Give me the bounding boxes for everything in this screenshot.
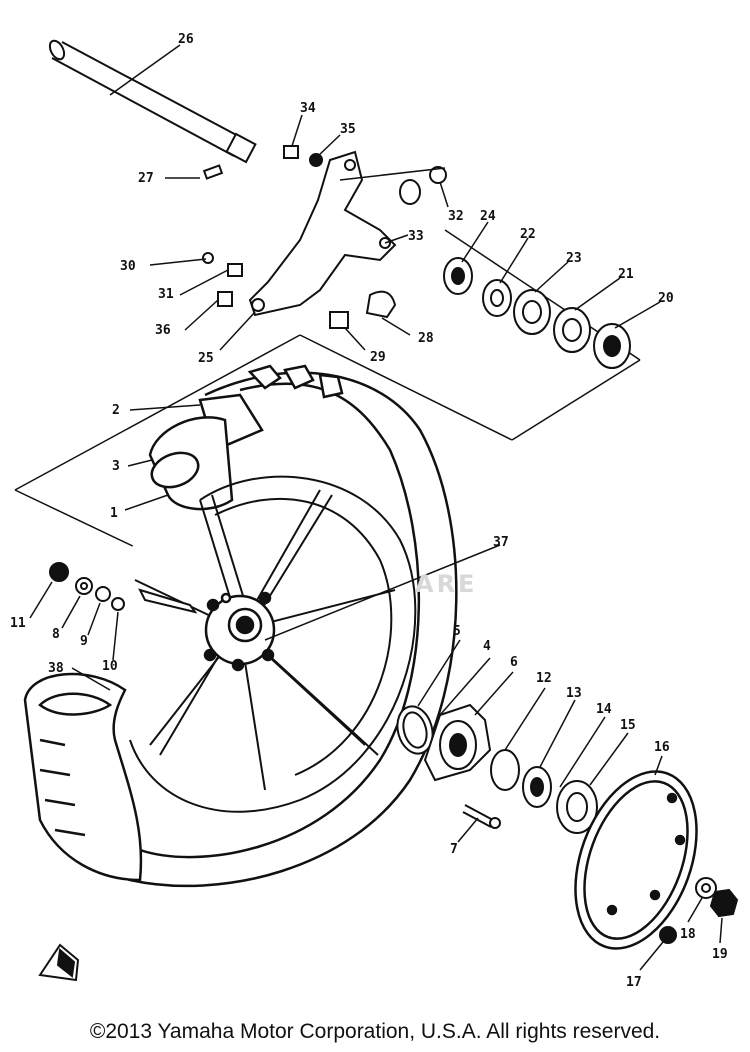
tire-section <box>23 672 143 882</box>
callout-38: 38 <box>48 661 64 676</box>
callout-12: 12 <box>536 671 552 686</box>
callout-26: 26 <box>178 32 194 47</box>
axle-nut-hardware <box>659 877 739 944</box>
callout-34: 34 <box>300 101 316 116</box>
hub-side-hardware <box>49 562 198 614</box>
callout-28: 28 <box>418 331 434 346</box>
callout-1: 1 <box>110 506 118 521</box>
callout-10: 10 <box>102 659 118 674</box>
copyright-notice: ©2013 Yamaha Motor Corporation, U.S.A. A… <box>89 1020 661 1043</box>
callout-9: 9 <box>80 634 88 649</box>
callout-29: 29 <box>370 350 386 365</box>
callout-6: 6 <box>510 655 518 670</box>
callout-21: 21 <box>618 267 634 282</box>
bearing-stack <box>443 257 631 369</box>
drive-hub-parts <box>396 703 598 834</box>
callout-3: 3 <box>112 459 120 474</box>
watermark-text: ARE <box>415 570 477 598</box>
callout-7: 7 <box>450 842 458 857</box>
callout-8: 8 <box>52 627 60 642</box>
callout-5: 5 <box>453 624 461 639</box>
callout-18: 18 <box>680 927 696 942</box>
callout-37: 37 <box>493 535 509 550</box>
callout-16: 16 <box>654 740 670 755</box>
leader-lines <box>29 44 723 971</box>
callout-27: 27 <box>138 171 154 186</box>
callout-17: 17 <box>626 975 642 990</box>
callout-35: 35 <box>340 122 356 137</box>
callout-2: 2 <box>112 403 120 418</box>
callout-labels: 1 2 3 4 5 6 7 8 9 10 11 12 13 14 15 16 1… <box>10 32 728 990</box>
callout-24: 24 <box>480 209 496 224</box>
callout-19: 19 <box>712 947 728 962</box>
callout-31: 31 <box>158 287 174 302</box>
callout-25: 25 <box>198 351 214 366</box>
callout-13: 13 <box>566 686 582 701</box>
callout-11: 11 <box>10 616 26 631</box>
callout-20: 20 <box>658 291 674 306</box>
callout-33: 33 <box>408 229 424 244</box>
caliper-bracket <box>248 150 397 317</box>
front-arrow-icon <box>38 943 80 982</box>
tube <box>148 416 234 511</box>
callout-30: 30 <box>120 259 136 274</box>
callout-14: 14 <box>596 702 612 717</box>
callout-15: 15 <box>620 718 636 733</box>
axle <box>48 39 257 164</box>
hub <box>203 591 276 672</box>
bracket-hardware <box>202 145 447 329</box>
callout-4: 4 <box>483 639 491 654</box>
callout-32: 32 <box>448 209 464 224</box>
callout-22: 22 <box>520 227 536 242</box>
callout-36-upper: 36 <box>155 323 171 338</box>
drum-cover <box>574 770 698 950</box>
callout-23: 23 <box>566 251 582 266</box>
